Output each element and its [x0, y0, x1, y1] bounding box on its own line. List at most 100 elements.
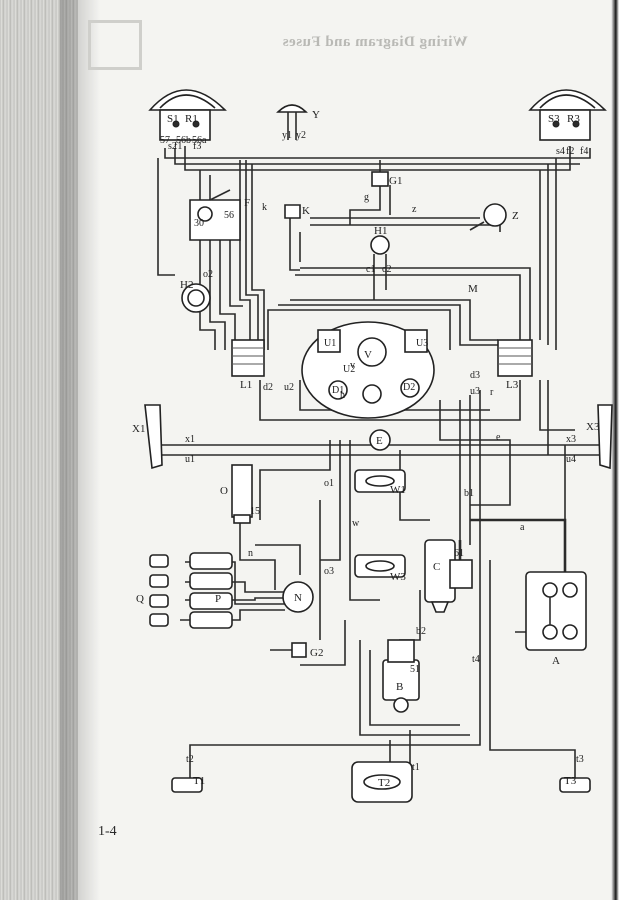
label-Q: Q — [136, 593, 144, 605]
wire-label-s2: s2 — [168, 141, 177, 152]
fuse-box-right — [497, 339, 533, 377]
wire-label-t1: t1 — [412, 762, 420, 773]
tail-lamp-left — [171, 777, 203, 793]
wire-label-f2: f2 — [566, 146, 574, 157]
label-T3: T3 — [564, 775, 577, 787]
wire-label-x1: x1 — [185, 434, 195, 445]
book-binding — [0, 0, 78, 900]
tail-lamp-right — [559, 777, 591, 793]
label-G2: G2 — [310, 647, 323, 659]
label-o2: o2 — [203, 269, 213, 280]
wire-label-c2: c2 — [382, 264, 391, 275]
wire-label-t2: t2 — [186, 754, 194, 765]
label-A: A — [552, 655, 560, 667]
headlamp-left — [148, 89, 227, 141]
label-D1: D1 — [332, 385, 344, 396]
fuel-gauge-sender — [371, 160, 389, 187]
wire-label-h: h — [340, 390, 345, 401]
wire-label-w: w — [352, 518, 360, 529]
brake-light-switch — [284, 204, 301, 219]
wire-label-f3: f3 — [193, 141, 201, 152]
label-U3: U3 — [416, 338, 428, 349]
wire-label-o1: o1 — [324, 478, 334, 489]
label-W3: W3 — [390, 571, 406, 583]
headlamp-right — [528, 89, 607, 141]
label-T2: T2 — [378, 777, 390, 789]
wire-label-u1: u1 — [185, 454, 195, 465]
label-H1: H1 — [374, 225, 387, 237]
label-B: B — [396, 681, 403, 693]
wire-label-g: g — [364, 192, 369, 203]
wire-label-k: k — [262, 202, 267, 213]
horn — [276, 104, 308, 140]
wire-label-s4: s4 — [556, 146, 565, 157]
label-T1: T1 — [193, 775, 205, 787]
label-P: P — [215, 593, 221, 605]
label-D2: D2 — [403, 382, 415, 393]
gutter-shadow — [60, 0, 100, 900]
label-L3: L3 — [506, 379, 519, 391]
label-G1: G1 — [389, 175, 402, 187]
wire-label-b2: b2 — [416, 626, 426, 637]
label-O: O — [220, 485, 228, 497]
label-U2: U2 — [343, 364, 355, 375]
wiper-motor — [469, 203, 507, 231]
label-F: F — [244, 197, 250, 209]
ignition-coil — [231, 464, 253, 524]
label-S1: S1 — [167, 113, 179, 125]
instrument-cluster — [301, 321, 435, 419]
wire-label-f4: f4 — [580, 146, 588, 157]
label-S3: S3 — [548, 113, 560, 125]
label-N: N — [294, 592, 302, 604]
wire-label-x3: x3 — [566, 434, 576, 445]
label-W1: W1 — [390, 484, 406, 496]
wire-label-u4: u4 — [566, 454, 576, 465]
component-labels: S1 R1 S3 R3 Y G1 K F Z H1 o2 H2 M V U1 U… — [132, 109, 600, 789]
flasher-unit — [369, 429, 391, 451]
wire-label-v: v — [350, 360, 355, 371]
label-L1: L1 — [240, 379, 252, 391]
wire-label-d2: d2 — [263, 382, 273, 393]
licence-lamp-rear — [354, 554, 406, 578]
wire-label-n: n — [248, 548, 253, 559]
terminal-56a: 56a — [192, 135, 207, 146]
wire-label-t3: t3 — [576, 754, 584, 765]
label-M: M — [468, 283, 478, 295]
licence-lamp-front — [354, 469, 406, 493]
page-number: 1-4 — [98, 824, 117, 839]
spark-plugs — [149, 552, 233, 629]
page-edge — [611, 0, 619, 900]
stop-lamp-centre — [351, 761, 413, 803]
turn-signal-right — [597, 404, 613, 470]
terminal-56: 56 — [224, 210, 234, 221]
terminal-15: 15 — [250, 506, 260, 517]
label-H2: H2 — [180, 279, 193, 291]
wire-label-a: a — [520, 522, 525, 533]
label-R3: R3 — [567, 113, 580, 125]
section-tab-mark — [88, 20, 142, 70]
label-E: E — [376, 435, 383, 447]
wire-label-f1: f1 — [174, 141, 182, 152]
terminal-30: 30 — [194, 218, 204, 229]
wire-labels: y1 y2 f1 f3 f2 f4 s2 s4 k g z c1 c2 d2 d… — [168, 130, 588, 773]
starter-motor — [382, 639, 420, 713]
terminal-56b: 56b — [176, 135, 191, 146]
wire-label-u3: u3 — [470, 386, 480, 397]
label-X3: X3 — [586, 421, 600, 433]
wire-label-c1: c1 — [366, 264, 375, 275]
battery — [525, 571, 587, 651]
oil-pressure-switch — [291, 642, 307, 658]
label-C: C — [433, 561, 440, 573]
wire-label-e: e — [496, 432, 501, 443]
label-R1: R1 — [185, 113, 198, 125]
label-U1: U1 — [324, 338, 336, 349]
wire-label-d3: d3 — [470, 370, 480, 381]
wire-label-b1: b1 — [464, 488, 474, 499]
terminal-labels: 57 56b 56a 56 30 15 61 51 — [160, 135, 464, 675]
label-K: K — [302, 205, 310, 217]
label-X1: X1 — [132, 423, 145, 435]
wire-label-r: r — [490, 387, 494, 398]
wire-label-u2: u2 — [284, 382, 294, 393]
